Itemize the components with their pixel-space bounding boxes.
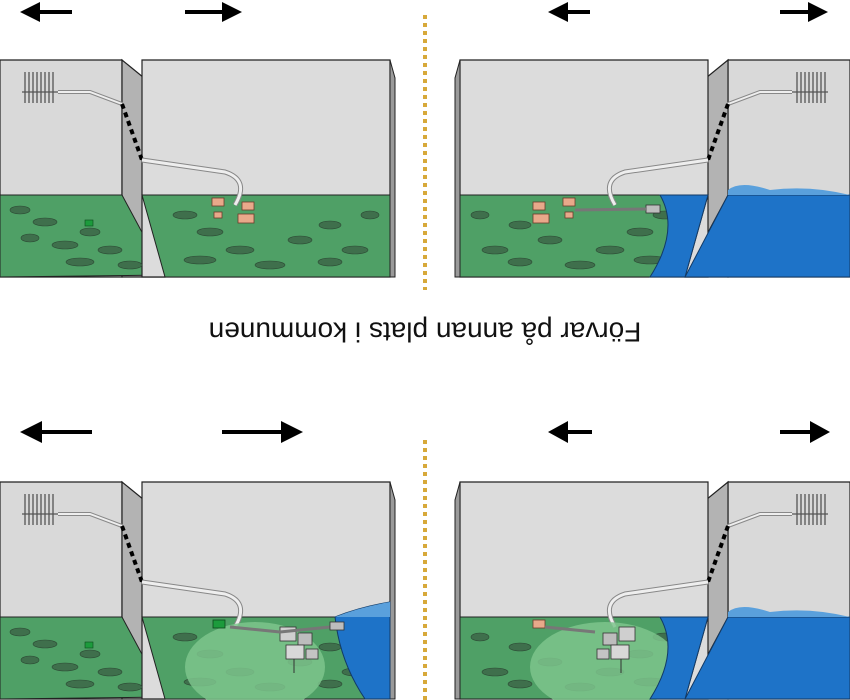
arrow-right-icon <box>185 2 242 22</box>
panel-top-left <box>0 60 395 277</box>
arrow-right-icon <box>780 421 830 443</box>
arrow-left-icon <box>20 2 72 22</box>
caption: Förvar på annan plats i kommunen <box>209 317 642 348</box>
panel-top-right <box>455 60 850 277</box>
arrow-right-icon <box>222 421 303 443</box>
panel-bottom-left <box>0 482 395 700</box>
arrow-left-icon <box>548 421 592 443</box>
arrow-left-icon <box>20 421 92 443</box>
arrow-left-icon <box>548 2 590 22</box>
panel-bottom-right <box>455 482 850 700</box>
arrow-right-icon <box>780 2 828 22</box>
